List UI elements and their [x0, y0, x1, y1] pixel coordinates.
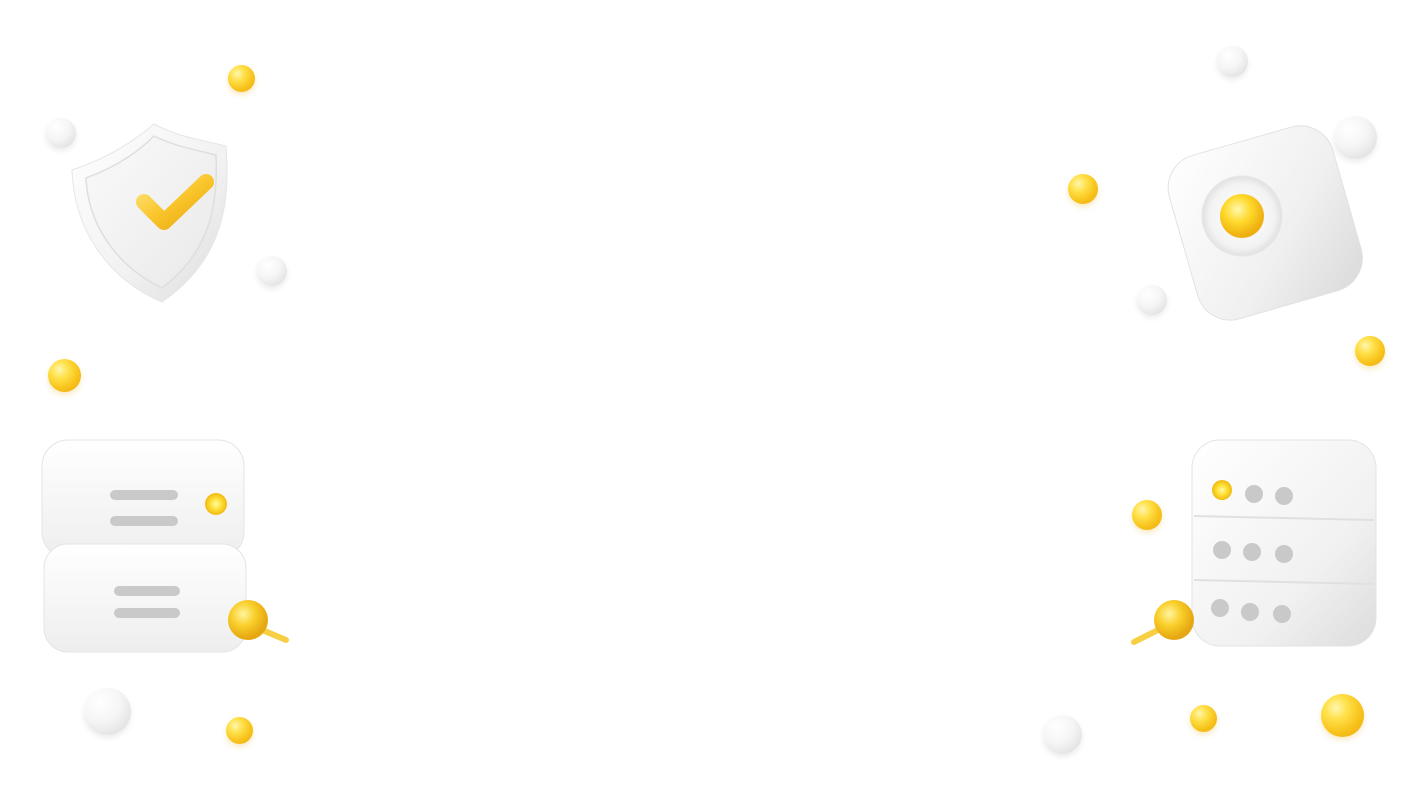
orb-gold [1068, 174, 1098, 204]
orb-pearl [1334, 116, 1377, 159]
orb-gold [1190, 705, 1217, 732]
orb-pearl [257, 256, 287, 286]
orb-pearl [1217, 46, 1248, 77]
orb-pearl [1137, 285, 1167, 315]
orb-gold [228, 65, 255, 92]
server-rack-icon [41, 439, 289, 653]
orb-pearl [46, 118, 76, 148]
orb-pearl [84, 688, 131, 735]
orb-gold [1355, 336, 1385, 366]
cube-button-icon [1167, 125, 1363, 321]
orb-pearl [1043, 715, 1082, 754]
orb-gold [1321, 694, 1364, 737]
server-tower-icon [1131, 439, 1377, 647]
orb-gold [48, 359, 81, 392]
shield-check-icon [71, 123, 228, 303]
orb-gold [226, 717, 253, 744]
orb-gold [1132, 500, 1162, 530]
